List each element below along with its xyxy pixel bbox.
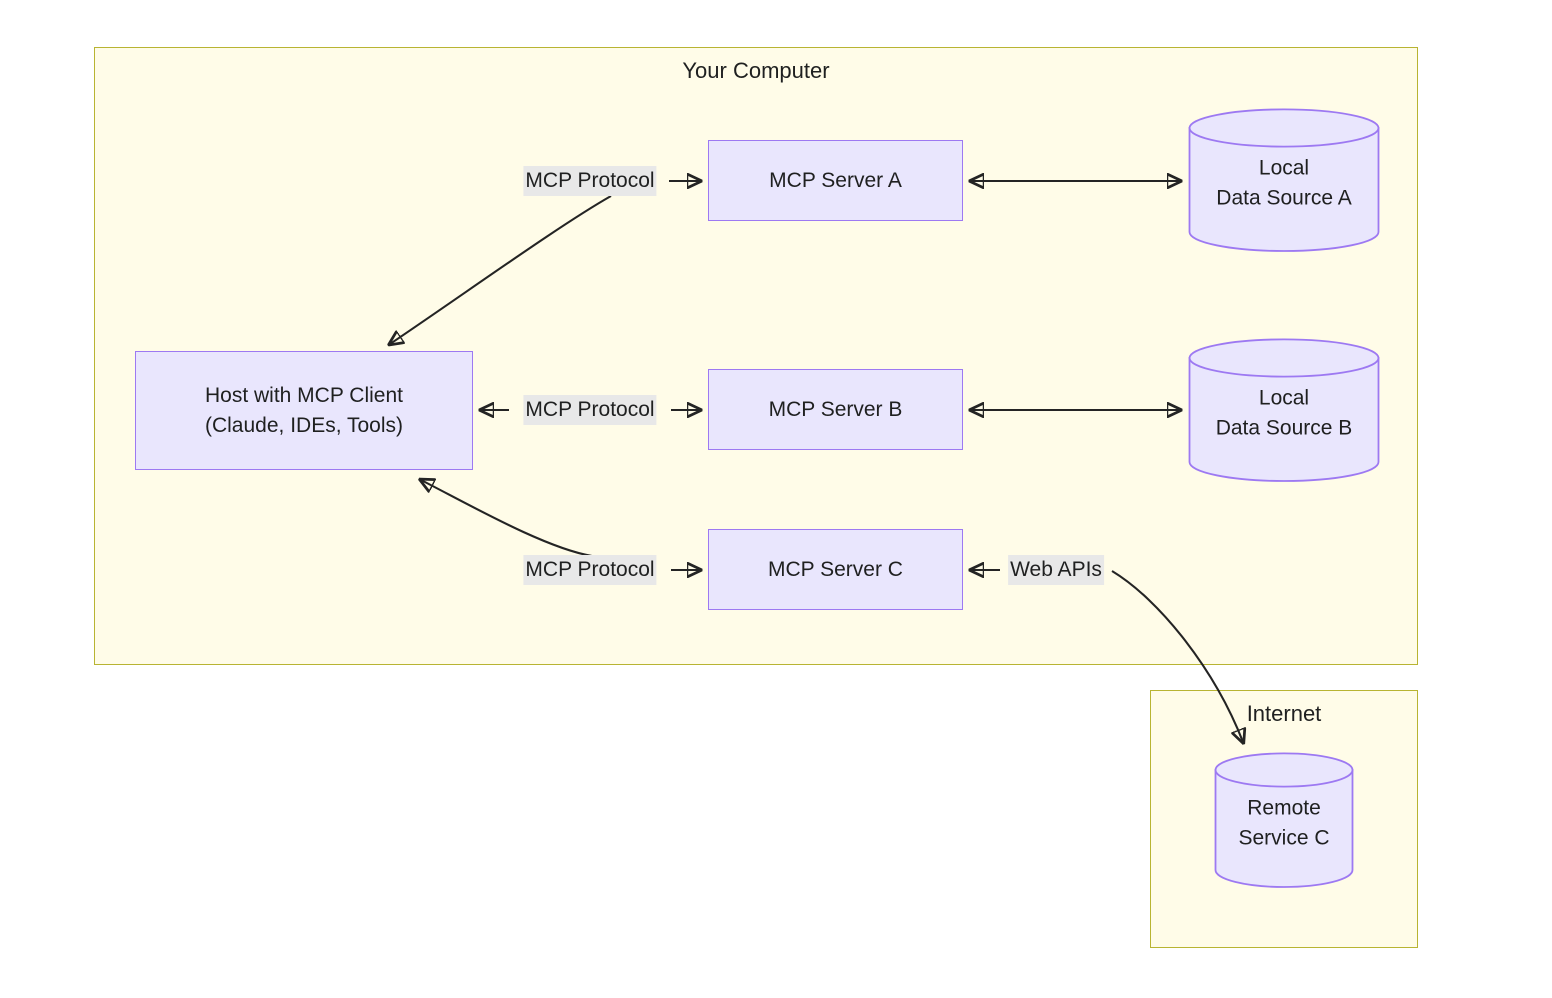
node-host-label-line2: (Claude, IDEs, Tools): [204, 413, 404, 437]
node-host-label-line1: Host with MCP Client: [204, 383, 403, 407]
node-mcp-server-a[interactable]: MCP Server A: [708, 140, 963, 221]
edge-label-web-apis: Web APIs: [1008, 555, 1104, 585]
node-mcp-server-b[interactable]: MCP Server B: [708, 369, 963, 450]
node-mcp-server-c[interactable]: MCP Server C: [708, 529, 963, 610]
edge-label-mcp-protocol-c: MCP Protocol: [523, 555, 657, 585]
node-host-with-mcp-client[interactable]: Host with MCP Client (Claude, IDEs, Tool…: [135, 351, 473, 470]
node-mcp-server-b-label: MCP Server B: [768, 397, 903, 421]
cylinder-shape: [1188, 338, 1380, 482]
cylinder-shape: [1214, 752, 1354, 888]
node-local-data-source-a[interactable]: Local Data Source A: [1188, 108, 1380, 252]
node-mcp-server-a-label: MCP Server A: [769, 168, 902, 192]
edge-label-mcp-protocol-b: MCP Protocol: [523, 395, 657, 425]
node-local-data-source-b[interactable]: Local Data Source B: [1188, 338, 1380, 482]
subgraph-internet-title: Internet: [1246, 701, 1322, 726]
node-mcp-server-c-label: MCP Server C: [768, 557, 903, 581]
edge-label-mcp-protocol-a: MCP Protocol: [523, 166, 657, 196]
subgraph-your-computer-title: Your Computer: [682, 58, 830, 83]
node-remote-service-c[interactable]: Remote Service C: [1214, 752, 1354, 888]
cylinder-shape: [1188, 108, 1380, 252]
